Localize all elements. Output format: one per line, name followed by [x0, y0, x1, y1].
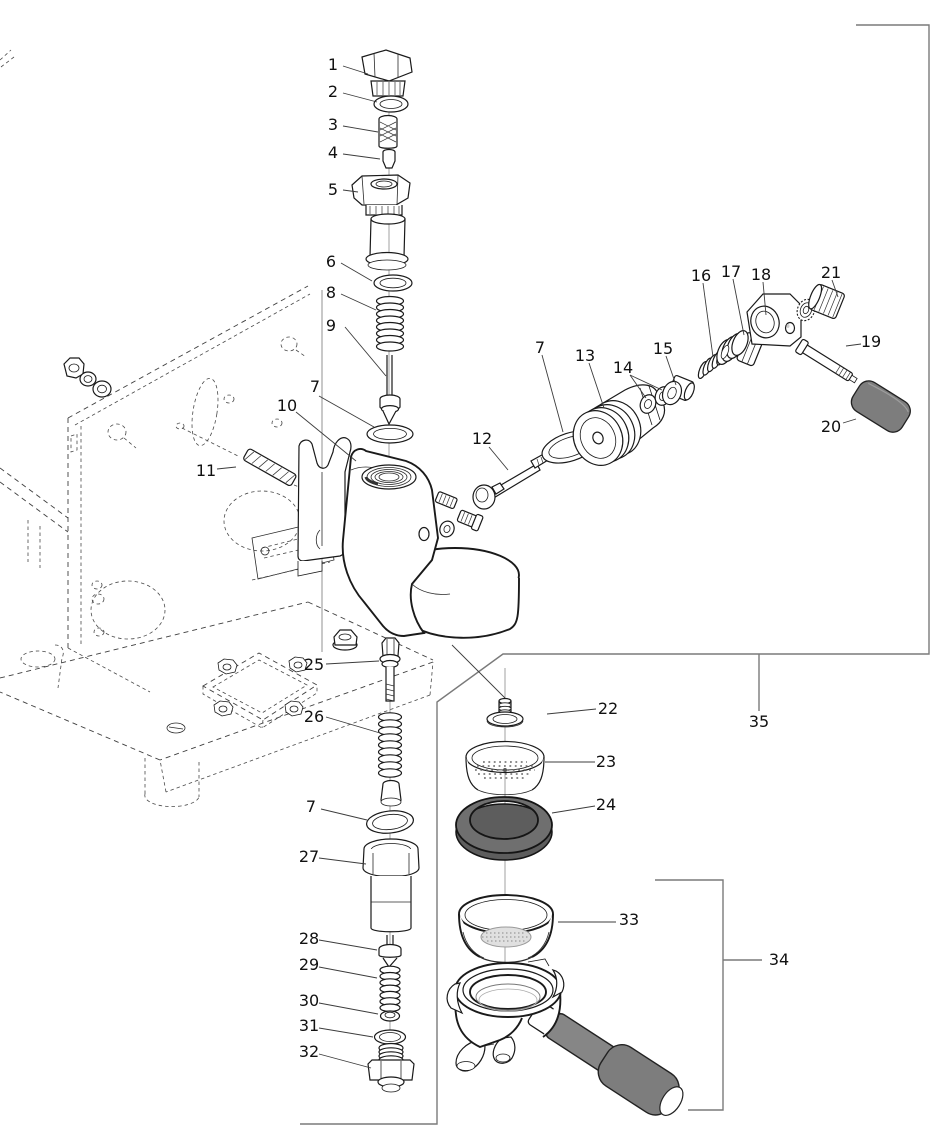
part-8-spring: [375, 295, 405, 352]
callout-35: 35: [749, 712, 769, 731]
callout-21: 21: [821, 263, 841, 282]
callout-4: 4: [328, 143, 338, 162]
frame-base-plate: [0, 601, 434, 807]
part-22-screen-screw: [486, 697, 524, 728]
frame-chassis: [0, 49, 434, 807]
group-head-body: [341, 448, 520, 639]
callout-22: 22: [598, 699, 618, 718]
callout-31: 31: [299, 1016, 319, 1035]
callout-5: 5: [328, 180, 338, 199]
callout-8: 8: [326, 283, 336, 302]
part-20-knob: [850, 380, 911, 433]
callout-2: 2: [328, 82, 338, 101]
plug-screws: [434, 491, 484, 538]
part-19-shaft: [795, 338, 858, 384]
part-5-gland-nut: [351, 174, 411, 216]
part-23-shower-screen: [465, 740, 545, 796]
callout-19: 19: [861, 332, 881, 351]
part-3-strainer: [378, 114, 398, 149]
frame-nut-washer-stack: [63, 357, 112, 398]
callout-11: 11: [196, 461, 216, 480]
part-1-cap-screw: [361, 49, 413, 97]
callout-23: 23: [596, 752, 616, 771]
part-27-sleeve: [362, 838, 420, 933]
part-15-bushing: [661, 374, 695, 406]
callout-7-upper: 7: [310, 377, 320, 396]
part-9-valve-stem: [379, 355, 401, 426]
callout-10: 10: [277, 396, 297, 415]
bracket-34: [655, 879, 762, 1111]
callout-32: 32: [299, 1042, 319, 1061]
part-32-fitting: [367, 1042, 415, 1093]
callout-18: 18: [751, 265, 771, 284]
callout-6: 6: [326, 252, 336, 271]
axis-stud-11: [181, 427, 353, 509]
callout-30: 30: [299, 991, 319, 1010]
part-10-fork-bracket: [297, 437, 352, 577]
callout-27: 27: [299, 847, 319, 866]
part-spring-guide: [380, 779, 402, 807]
callout-15: 15: [653, 339, 673, 358]
callout-3: 3: [328, 115, 338, 134]
callout-25: 25: [304, 655, 324, 674]
part-31-oring: [373, 1029, 407, 1045]
callout-13: 13: [575, 346, 595, 365]
callout-17: 17: [721, 262, 741, 281]
part-6-oring: [373, 274, 413, 292]
part-30-washer: [379, 1010, 401, 1022]
part-7-oring-upper: [366, 424, 414, 444]
leader-lines: [216, 65, 862, 1069]
callout-34: 34: [769, 950, 789, 969]
bracket-35: [300, 24, 930, 1125]
callout-9: 9: [326, 316, 336, 335]
part-28-poppet: [378, 935, 402, 968]
callout-29: 29: [299, 955, 319, 974]
callout-24: 24: [596, 795, 616, 814]
callout-20: 20: [821, 417, 841, 436]
frame-hex-nuts: [213, 629, 358, 717]
part-25-valve-pin: [379, 637, 401, 702]
callout-14: 14: [613, 358, 633, 377]
leader-group-to-screw: [451, 644, 506, 699]
frame-rail: [0, 467, 69, 568]
part-tube: [365, 213, 409, 271]
part-4-jet: [382, 148, 396, 169]
callout-12: 12: [472, 429, 492, 448]
part-7-oring-lower: [366, 810, 414, 834]
frame-back-panel: [67, 285, 323, 693]
callout-1: 1: [328, 55, 338, 74]
callout-28: 28: [299, 929, 319, 948]
part-33-filter-basket: [458, 894, 554, 963]
part-24-group-gasket: [455, 796, 553, 861]
part-21-knurled-fitting: [808, 283, 845, 319]
callout-7-mid: 7: [535, 338, 545, 357]
portafilter-handle: [527, 1001, 684, 1116]
callout-33: 33: [619, 910, 639, 929]
portafilter-body: [446, 958, 684, 1116]
callout-7-lower: 7: [306, 797, 316, 816]
part-18-valve-block: [746, 293, 802, 347]
callout-26: 26: [304, 707, 324, 726]
part-2-oring: [373, 95, 409, 113]
callout-16: 16: [691, 266, 711, 285]
part-11-stud: [243, 448, 297, 487]
part-26-spring: [377, 712, 403, 778]
part-29-spring: [379, 965, 401, 1013]
